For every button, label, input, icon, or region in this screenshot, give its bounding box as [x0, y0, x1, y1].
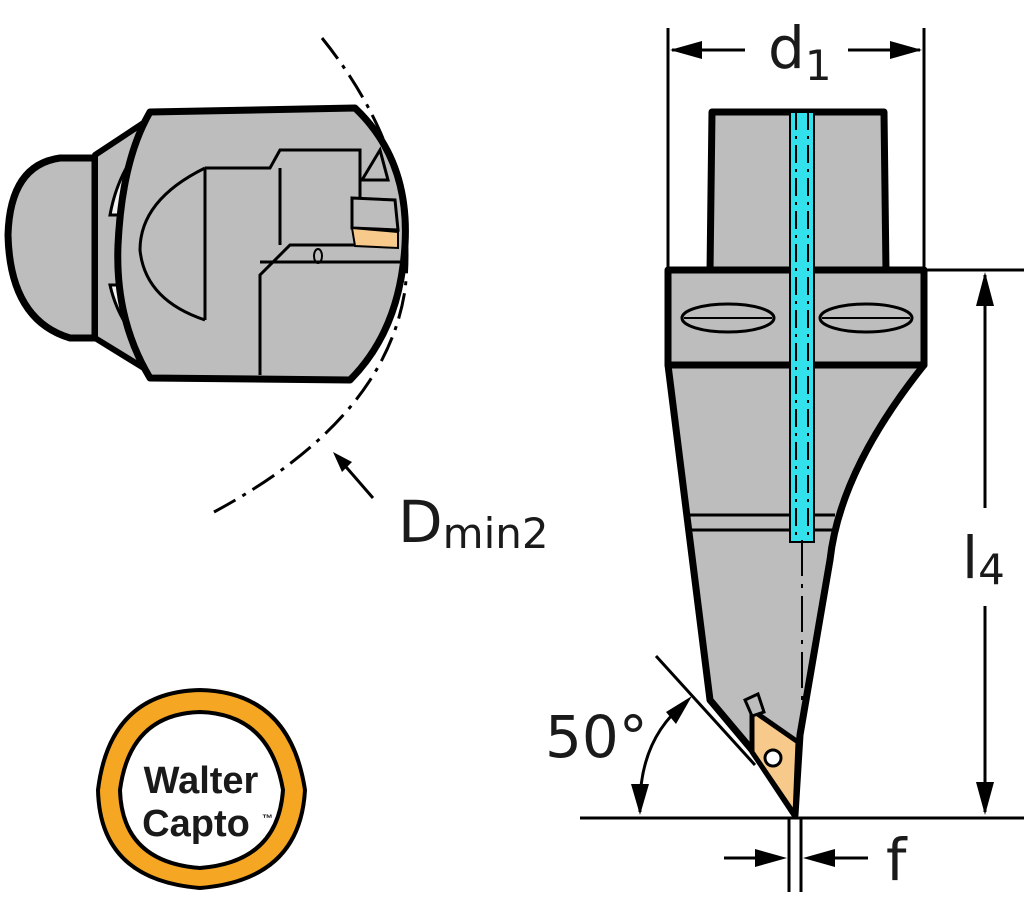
coolant-channel [789, 111, 815, 543]
dmin2-label: Dmin2 [398, 488, 549, 558]
clamp [350, 196, 400, 232]
head-inner-arc [138, 166, 206, 322]
dmin2-circle [213, 37, 409, 514]
angle-dimension [631, 654, 757, 815]
dmin2-arrowhead [333, 452, 352, 472]
logo-line-1: Walter [144, 760, 259, 802]
holder-end-view [4, 104, 409, 384]
f-dimension [724, 818, 868, 892]
angle-label: 50° [545, 703, 648, 771]
d1-label: d1 [768, 14, 832, 90]
logo-inner-face [117, 709, 286, 871]
chip-face [359, 146, 390, 182]
insert-hole [763, 748, 783, 768]
logo-tm: ™ [262, 813, 273, 825]
f-label: f [886, 826, 908, 894]
screw-mark [313, 248, 323, 264]
logo-line-2: Capto [142, 803, 250, 845]
insert-clamp [743, 691, 766, 718]
l4-dimension [924, 268, 1024, 815]
walter-capto-logo: Walter Capto ™ [95, 687, 308, 891]
d1-dimension [666, 28, 926, 270]
insert-end-view [350, 226, 399, 250]
l4-label: l4 [962, 524, 1005, 594]
holder-shank [4, 154, 99, 342]
